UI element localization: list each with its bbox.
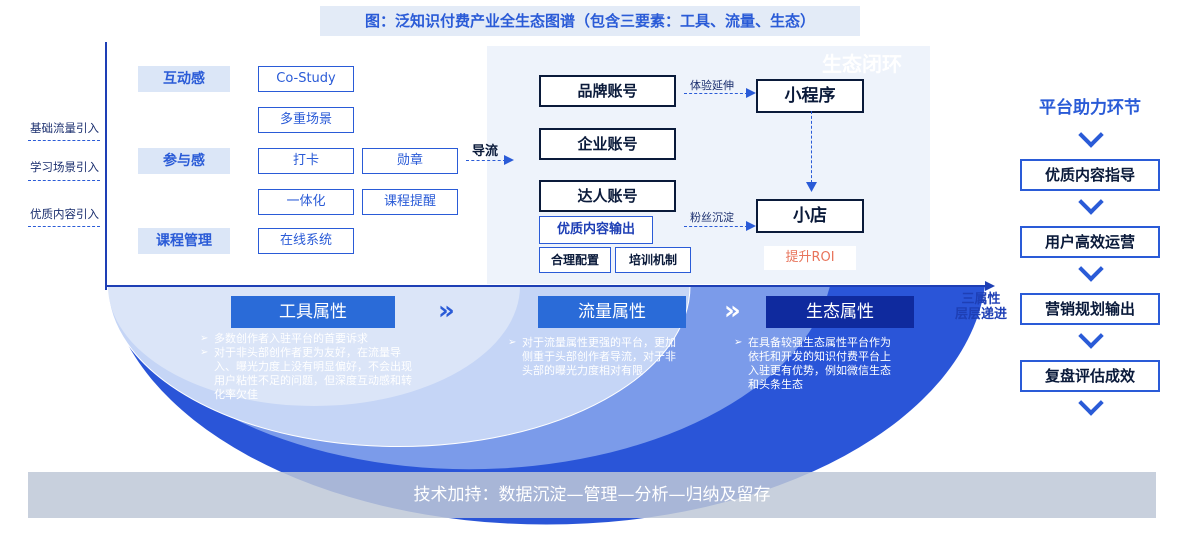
attr-tool: 工具属性 bbox=[231, 296, 395, 328]
side-input-2: 学习场景引入 bbox=[30, 160, 99, 174]
tool-online-system: 在线系统 bbox=[258, 228, 354, 254]
page-title: 图：泛知识付费产业全生态图谱（包含三要素：工具、流量、生态） bbox=[320, 6, 860, 36]
fans-label: 粉丝沉淀 bbox=[690, 211, 734, 224]
attr-ecosystem: 生态属性 bbox=[766, 296, 914, 328]
mini-program: 小程序 bbox=[756, 79, 864, 113]
step-4: 复盘评估成效 bbox=[1020, 360, 1160, 392]
label-participation: 参与感 bbox=[138, 148, 230, 174]
tool-multi-scene: 多重场景 bbox=[258, 107, 354, 133]
tool-checkin: 打卡 bbox=[258, 148, 354, 174]
quality-output-box: 优质内容输出 bbox=[539, 216, 653, 244]
allocation-box: 合理配置 bbox=[539, 247, 611, 273]
step-2: 用户高效运营 bbox=[1020, 226, 1160, 258]
step-1: 优质内容指导 bbox=[1020, 159, 1160, 191]
influencer-account: 达人账号 bbox=[539, 180, 676, 212]
tech-bar: 技术加持：数据沉淀—管理—分析—归纳及留存 bbox=[28, 472, 1156, 518]
shop: 小店 bbox=[756, 199, 864, 233]
side-input-1: 基础流量引入 bbox=[30, 121, 99, 135]
side-input-3: 优质内容引入 bbox=[30, 207, 99, 221]
flow-arrow-icon bbox=[504, 155, 514, 165]
ecosystem-watermark: 生态闭环 bbox=[822, 52, 902, 76]
down-arrow-icon bbox=[806, 182, 817, 192]
eco-desc-1: 在具备较强生态属性平台作为依托和开发的知识付费平台上入驻更有优势，例如微信生态和… bbox=[734, 336, 894, 392]
step-3: 营销规划输出 bbox=[1020, 293, 1160, 325]
chevron-icon-1: » bbox=[438, 296, 455, 326]
chevron-icon-2: » bbox=[724, 296, 741, 326]
flow-label: 导流 bbox=[472, 144, 499, 159]
label-interaction: 互动感 bbox=[138, 66, 230, 92]
tool-desc-2: 对于非头部创作者更为友好，在流量导入、曝光力度上没有明显偏好，不会出现用户粘性不… bbox=[200, 346, 420, 402]
tool-reminder: 课程提醒 bbox=[362, 189, 458, 215]
tool-costudy: Co-Study bbox=[258, 66, 354, 92]
training-box: 培训机制 bbox=[615, 247, 691, 273]
label-course-mgmt: 课程管理 bbox=[138, 228, 230, 254]
brand-account: 品牌账号 bbox=[539, 75, 676, 107]
attr-traffic: 流量属性 bbox=[538, 296, 686, 328]
three-attr-label: 三属性 层层递进 bbox=[955, 292, 1008, 322]
trial-label: 体验延伸 bbox=[690, 79, 734, 92]
tool-badge: 勋章 bbox=[362, 148, 458, 174]
right-title: 平台助力环节 bbox=[1039, 98, 1141, 118]
fans-arrow-icon bbox=[746, 221, 756, 231]
enterprise-account: 企业账号 bbox=[539, 128, 676, 160]
tool-integrated: 一体化 bbox=[258, 189, 354, 215]
roi-label: 提升ROI bbox=[764, 246, 856, 270]
tool-desc-1: 多数创作者入驻平台的首要诉求 bbox=[200, 332, 420, 346]
traffic-desc-1: 对于流量属性更强的平台，更加侧重于头部创作者导流，对于非头部的曝光力度相对有限 bbox=[508, 336, 680, 378]
trial-arrow-icon bbox=[746, 88, 756, 98]
